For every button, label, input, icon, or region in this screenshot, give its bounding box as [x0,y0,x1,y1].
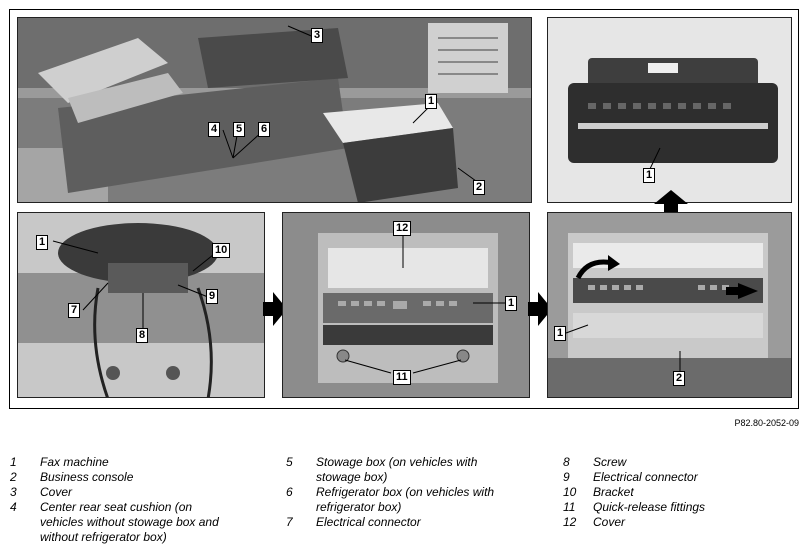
photo-console-overview: 3 1 4 5 6 2 [17,17,532,203]
figure-reference: P82.80-2052-09 [734,418,799,428]
callout-7: 7 [68,303,81,318]
fax-machine-illustration [548,18,791,202]
callout-12: 12 [393,221,412,236]
callout-1: 1 [554,326,567,341]
connectors-illustration [18,213,264,397]
callout-1: 1 [36,235,49,250]
callout-2: 2 [673,371,686,386]
console-overview-illustration [18,18,531,202]
photo-connectors: 1 10 7 9 8 [17,212,265,398]
photo-fax-machine: 1 [547,17,792,203]
arrow-right-icon [263,292,287,326]
callout-9: 9 [206,289,219,304]
photo-fax-removal: 1 2 [547,212,792,398]
compartment-illustration [283,213,529,397]
callout-3: 3 [311,28,324,43]
callout-8: 8 [136,328,149,343]
callout-1: 1 [505,296,518,311]
arrow-up-icon [654,190,688,214]
callout-4: 4 [208,122,221,137]
callout-5: 5 [233,122,246,137]
photo-compartment: 12 1 11 [282,212,530,398]
callout-6: 6 [258,122,271,137]
arrow-right-icon [528,292,552,326]
fax-removal-illustration [548,213,791,397]
figure-frame [9,9,799,409]
callout-10: 10 [212,243,231,258]
callout-11: 11 [393,370,411,385]
callout-1: 1 [643,168,656,183]
callout-1: 1 [425,94,438,109]
callout-2: 2 [473,180,486,195]
